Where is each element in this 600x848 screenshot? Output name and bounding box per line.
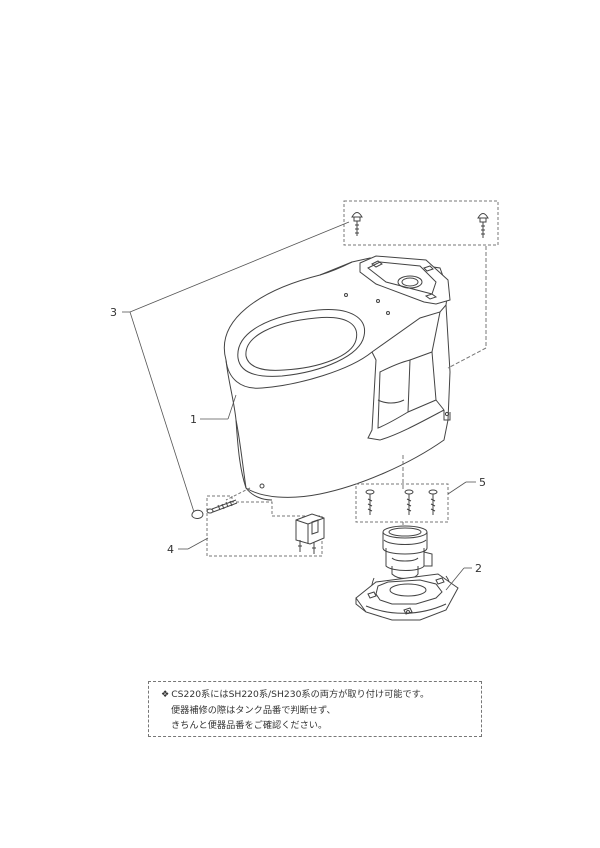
callout-3: 3 xyxy=(110,306,117,319)
compatibility-note-box: ❖CS220系にはSH220系/SH230系の両方が取り付け可能です。 便器補修… xyxy=(148,681,482,737)
toilet-bowl-body-icon xyxy=(223,255,451,501)
floor-screw-group xyxy=(355,483,449,523)
leader-lines xyxy=(122,221,476,591)
note-text-2: 便器補修の際はタンク品番で判断せず、 xyxy=(171,704,336,716)
bracket-bolt-icon xyxy=(206,499,238,514)
tank-bolt-left-icon xyxy=(351,212,363,236)
mounting-bracket-icon xyxy=(295,513,325,554)
callout-4: 4 xyxy=(167,543,174,556)
bracket-box xyxy=(206,495,323,557)
tank-bolt-box xyxy=(343,200,499,246)
note-text-1: CS220系にはSH220系/SH230系の両方が取り付け可能です。 xyxy=(171,689,430,700)
mounting-bracket-group xyxy=(206,487,325,557)
callout-1: 1 xyxy=(190,413,197,426)
bolt-leader-dash xyxy=(447,246,487,369)
callout-2: 2 xyxy=(475,562,482,575)
floor-screw-box xyxy=(355,483,449,523)
floor-flange-adapter-icon xyxy=(355,525,459,621)
diamond-marker-icon: ❖ xyxy=(161,689,170,700)
note-text-3: きちんと便器品番をご確認ください。 xyxy=(171,720,328,731)
note-line-1: ❖CS220系にはSH220系/SH230系の両方が取り付け可能です。 xyxy=(161,687,471,703)
floor-screw-icon xyxy=(365,489,438,515)
tank-bolt-group xyxy=(343,200,499,246)
tank-bolt-right-icon xyxy=(477,213,489,238)
bolt-cap-icon xyxy=(191,509,204,519)
callout-5: 5 xyxy=(479,476,486,489)
